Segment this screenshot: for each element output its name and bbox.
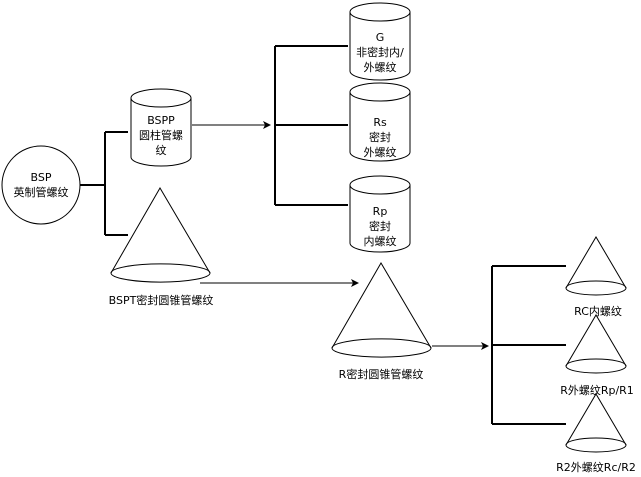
rs-node[interactable]: Rs 密封 外螺纹 (349, 82, 411, 162)
g-label-line1: G (376, 31, 385, 44)
g-cylinder-body (349, 12, 411, 81)
rc-cone-rim (565, 280, 627, 289)
bsp-bracket (80, 131, 128, 236)
rp-cylinder-top (349, 175, 411, 195)
bspp-label-line3: 纹 (156, 143, 167, 157)
rc-node[interactable]: RC内螺纹 (565, 236, 627, 318)
r1-cone-rim (565, 358, 627, 367)
g-cylinder-top (349, 2, 411, 22)
bspp-cylinder-body (130, 98, 192, 167)
rc-cone (565, 236, 627, 296)
rs-cylinder-top (349, 82, 411, 102)
r-cone-rim (331, 338, 432, 349)
rp-label-line1: Rp (373, 205, 388, 218)
r1-label: R外螺纹Rp/R1 (560, 383, 634, 397)
rp-cylinder-body (349, 185, 411, 253)
r1-node[interactable]: R外螺纹Rp/R1 (560, 314, 634, 397)
r2-cone-rim (565, 437, 627, 446)
rs-label-line1: Rs (373, 116, 387, 129)
bsp-node[interactable]: BSP 英制管螺纹 (1, 145, 81, 225)
bspt-cone (110, 187, 211, 283)
rs-cylinder-body (349, 92, 411, 162)
r-node[interactable]: R密封圆锥管螺纹 (331, 262, 432, 381)
bspt-label: BSPT密封圆锥管螺纹 (109, 293, 214, 307)
connectors (80, 45, 566, 425)
bspp-cylinder-top (130, 88, 192, 108)
r2-node[interactable]: R2外螺纹Rc/R2 (556, 393, 636, 474)
bsp-label-line1: BSP (31, 171, 52, 184)
r-cone (331, 262, 432, 358)
bspt-cone-rim (110, 263, 211, 274)
g-node[interactable]: G 非密封内/ 外螺纹 (349, 2, 411, 81)
rc-label: RC内螺纹 (574, 304, 622, 318)
r2-cone (565, 393, 627, 453)
g-label-line3: 外螺纹 (364, 60, 397, 74)
rs-label-line2: 密封 (369, 130, 391, 144)
rp-label-line3: 内螺纹 (364, 234, 397, 248)
g-label-line2: 非密封内/ (356, 45, 404, 59)
bsp-label-line2: 英制管螺纹 (14, 185, 69, 199)
rp-node[interactable]: Rp 密封 内螺纹 (349, 175, 411, 253)
bspp-label-line1: BSPP (147, 114, 175, 127)
rs-label-line3: 外螺纹 (364, 145, 397, 159)
bsp-circle (1, 145, 81, 225)
r-children-bracket (491, 265, 566, 425)
bspp-node[interactable]: BSPP 圆柱管螺 纹 (130, 88, 192, 167)
r-label: R密封圆锥管螺纹 (339, 367, 424, 381)
r2-label: R2外螺纹Rc/R2 (556, 460, 636, 474)
bspt-node[interactable]: BSPT密封圆锥管螺纹 (109, 187, 214, 307)
bspp-label-line2: 圆柱管螺 (139, 128, 183, 142)
rp-label-line2: 密封 (369, 219, 391, 233)
bspp-children-bracket (274, 45, 348, 206)
r1-cone (565, 314, 627, 374)
